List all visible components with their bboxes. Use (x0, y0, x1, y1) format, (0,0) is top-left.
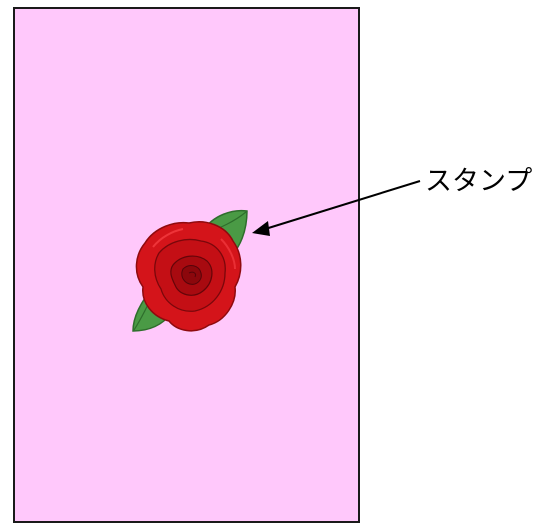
rose-stamp-icon (132, 209, 248, 332)
callout-label: スタンプ (425, 166, 533, 197)
